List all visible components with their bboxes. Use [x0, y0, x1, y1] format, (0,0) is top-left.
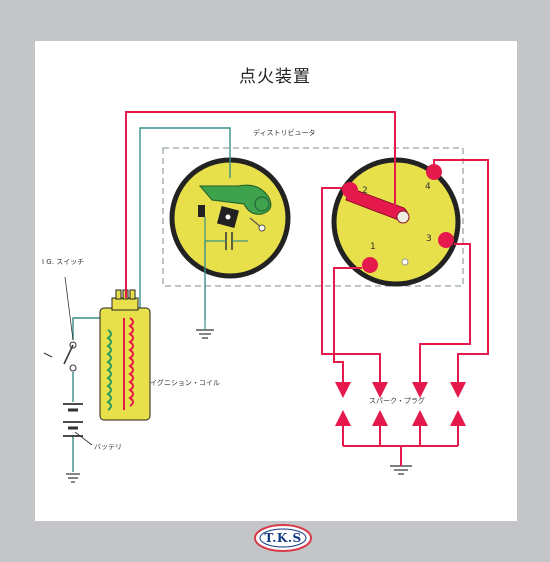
logo-ring [254, 524, 312, 552]
terminal-2-lead [321, 187, 381, 388]
cap-number-4: 4 [425, 182, 431, 192]
high-tension-wiring [125, 111, 489, 388]
terminal-1-lead [333, 267, 362, 388]
spark-plug-arrows [335, 372, 466, 398]
ig-switch-leader [64, 276, 74, 341]
label-ignition-coil: イグニション・コイル [150, 379, 220, 387]
ignition-coil [99, 289, 151, 421]
cap-screw [401, 258, 409, 266]
breaker-arm [198, 184, 272, 215]
terminal-4-lead [433, 159, 489, 388]
distributor-cap [331, 157, 461, 287]
cap-number-3: 3 [426, 234, 432, 244]
battery [63, 403, 93, 446]
contact-point [198, 205, 205, 217]
cap-number-1: 1 [370, 242, 376, 252]
switch-to-coil-wire [72, 317, 100, 340]
logo-inner-ring [259, 528, 307, 548]
label-spark-plug: スパーク・プラグ [369, 397, 425, 405]
cap-terminal-1 [362, 257, 378, 273]
coil-to-breaker-wire [139, 127, 231, 308]
logo-text: T.K.S [264, 531, 302, 545]
cap-terminal-3 [438, 232, 454, 248]
rotor-center [396, 210, 410, 224]
tks-logo: T.K.S [252, 524, 314, 554]
coil-to-rotor-wire [125, 111, 396, 298]
spark-plug-return [335, 410, 466, 466]
ig-switch [43, 276, 77, 372]
page-title: 点火装置 [239, 67, 311, 87]
terminal-3-lead [419, 243, 471, 388]
label-distributor: ディストリビュータ [253, 129, 316, 137]
distributor-housing-outline [162, 147, 464, 287]
primary-winding [106, 329, 112, 411]
diagram-panel [35, 41, 517, 521]
label-ig-switch: I G. スイッチ [42, 258, 85, 266]
cap-number-2: 2 [362, 186, 368, 196]
breaker-unit [169, 157, 291, 279]
low-tension-wiring [72, 127, 231, 472]
arm-pivot [254, 196, 270, 212]
cap-terminal-2 [342, 182, 358, 198]
secondary-winding [123, 317, 134, 410]
label-battery: バッテリ [94, 443, 122, 451]
